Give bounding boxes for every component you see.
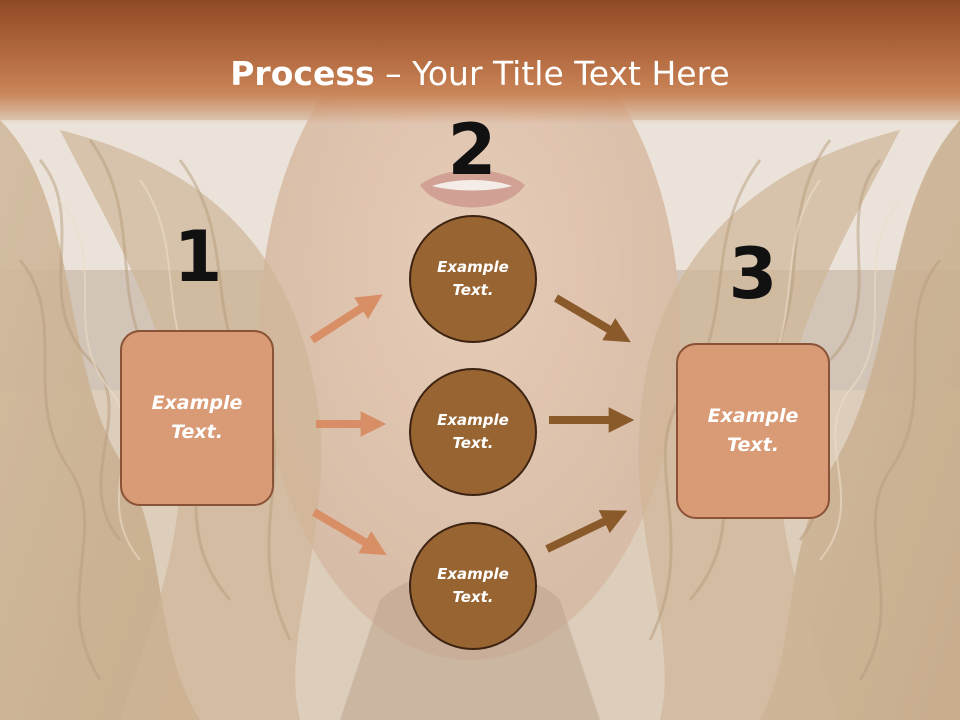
process-circle-middle: Example Text. (409, 368, 537, 496)
arrow-top-to-right (553, 294, 631, 343)
right-step-box-text: Example Text. (707, 405, 799, 456)
step-number-1: 1 (173, 216, 223, 298)
slide-title: Process – Your Title Text Here (0, 52, 960, 96)
process-circle-middle-text: Example Text. (437, 411, 509, 452)
step-number-3: 3 (728, 233, 778, 315)
step-number-2: 2 (447, 109, 497, 191)
arrow-bottom-to-right (545, 510, 628, 553)
slide-title-rest: – Your Title Text Here (374, 54, 730, 93)
title-bar (0, 0, 960, 124)
arrow-left-to-bottom (311, 508, 387, 556)
left-step-box-text: Example Text. (151, 392, 243, 443)
right-step-box: Example Text. (676, 343, 830, 519)
left-step-box: Example Text. (120, 330, 274, 506)
process-circle-top: Example Text. (409, 215, 537, 343)
process-circle-bottom-text: Example Text. (437, 565, 509, 606)
process-circle-bottom: Example Text. (409, 522, 537, 650)
process-circle-top-text: Example Text. (437, 258, 509, 299)
slide-title-bold: Process (230, 54, 375, 93)
arrow-left-to-top (309, 294, 383, 344)
